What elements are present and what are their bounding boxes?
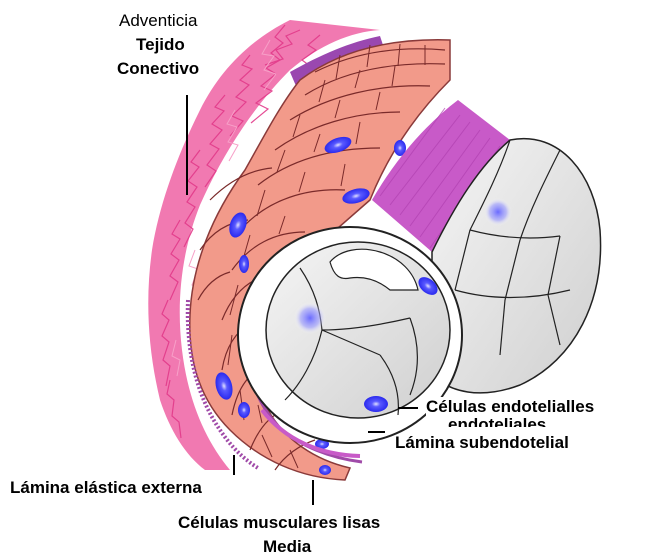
tejido-conectivo-label-line1: Tejido	[136, 35, 185, 55]
celulas-endoteliales-label: Células endotelialles	[426, 397, 596, 417]
lamina-subendotelial-label: Lámina subendotelial	[395, 433, 569, 453]
media-label: Media	[263, 537, 311, 557]
celulas-musculares-lisas-label: Células musculares lisas	[178, 513, 380, 533]
lamina-elastica-externa-label: Lámina elástica externa	[10, 478, 202, 498]
tejido-conectivo-label-line2: Conectivo	[117, 59, 199, 79]
endothelial-nucleus	[484, 198, 512, 226]
adventicia-label: Adventicia	[119, 11, 197, 31]
